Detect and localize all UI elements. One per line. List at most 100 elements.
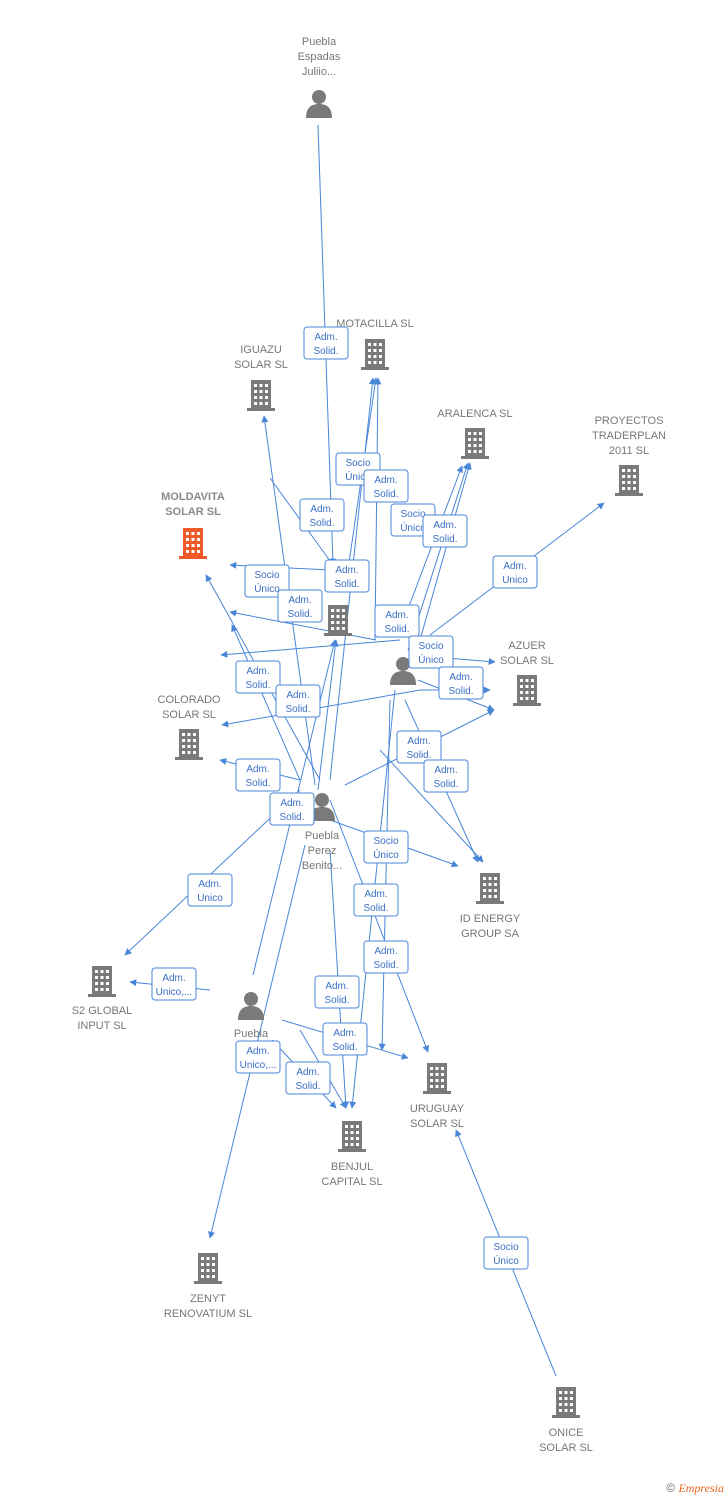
edge-label-text: Solid.: [309, 518, 334, 529]
edge-line-16: [220, 639, 401, 658]
company-building-icon: [615, 465, 643, 496]
node-label: Juliio...: [302, 66, 336, 78]
edge-label-text: Socio: [345, 458, 370, 469]
node-label: Espadas: [298, 51, 341, 63]
node-motacilla[interactable]: MOTACILLA SL: [336, 318, 414, 370]
node-label: GROUP SA: [461, 928, 520, 940]
company-building-icon: [552, 1387, 580, 1418]
node-label: SOLAR SL: [234, 359, 288, 371]
edge-label-text: Adm.: [385, 610, 408, 621]
edge-label-box[interactable]: Adm. Unico,...: [235, 1040, 281, 1074]
node-puebla_espadas[interactable]: PueblaEspadasJuliio...: [298, 36, 341, 118]
node-label: Perez: [308, 845, 337, 857]
company-building-icon: [338, 1121, 366, 1152]
edge-line-20: [379, 749, 484, 863]
company-building-icon: [179, 528, 207, 559]
edge-label-text: Socio: [400, 509, 425, 520]
company-building-icon: [88, 966, 116, 997]
edge-label-box[interactable]: Adm.Solid.: [363, 940, 409, 974]
node-label: Puebla: [305, 830, 340, 842]
edge-label-text: Solid.: [332, 1042, 357, 1053]
edge-label-text: Solid.: [287, 609, 312, 620]
edge-label-text: Solid.: [245, 778, 270, 789]
node-puebla_perez[interactable]: PueblaPerezBenito...: [302, 793, 342, 872]
edge-line-9: [374, 377, 382, 641]
edge-label-text: Socio: [493, 1242, 518, 1253]
edge-label-text: Unico: [197, 893, 223, 904]
edge-label-box[interactable]: Adm. Solid.: [422, 514, 468, 548]
edge-label-box[interactable]: Adm.Solid.: [438, 666, 484, 700]
node-center_company[interactable]: [324, 605, 352, 636]
edge-label-box[interactable]: Adm.Solid.: [269, 792, 315, 826]
edge-label-box[interactable]: Adm.Solid.: [396, 730, 442, 764]
edge-label-text: Solid.: [313, 346, 338, 357]
edge-label-text: Socio: [254, 570, 279, 581]
edge-line-25: [317, 639, 339, 791]
edge-label-text: Adm.: [433, 520, 456, 531]
edge-label-text: Solid.: [432, 534, 457, 545]
node-label: AZUER: [508, 640, 545, 652]
edge-label-text: Adm.: [246, 764, 269, 775]
edge-line-23: [231, 624, 301, 781]
edge-label-box[interactable]: Adm. Solid.: [303, 326, 349, 360]
node-aralenca[interactable]: ARALENCA SL: [437, 408, 513, 459]
node-label: Puebla: [234, 1028, 269, 1040]
edge-label-box[interactable]: Adm. Solid.: [322, 1022, 368, 1056]
edge-label-text: Adm.: [314, 332, 337, 343]
edge-label-text: Adm.: [407, 736, 430, 747]
edge-label-box[interactable]: Adm. Solid.: [353, 883, 399, 917]
edge-label-box[interactable]: Adm. Solid.: [235, 758, 281, 792]
company-building-icon: [361, 339, 389, 370]
edge-label-text: Adm.: [246, 1046, 269, 1057]
edge-label-box[interactable]: Adm.Solid.: [324, 559, 370, 593]
edge-label-box[interactable]: Adm.Unico,...: [151, 967, 197, 1001]
edge-label-text: Solid.: [363, 903, 388, 914]
edge-label-box[interactable]: Adm.Unico: [492, 555, 538, 589]
edge-label-box[interactable]: Adm.Solid.: [374, 604, 420, 638]
edge-label-text: Adm.: [280, 798, 303, 809]
edge-label-box[interactable]: Adm.Solid.: [235, 660, 281, 694]
edge-label-text: Único: [400, 521, 426, 534]
edge-label-box[interactable]: Adm.Solid.: [314, 975, 360, 1009]
edge-label-box[interactable]: Adm.Solid.: [363, 469, 409, 503]
edge-label-box[interactable]: Adm.Solid.: [275, 684, 321, 718]
edge-label-text: Solid.: [285, 704, 310, 715]
empresia-logo[interactable]: Empresia: [678, 1481, 724, 1495]
company-building-icon: [324, 605, 352, 636]
node-label: URUGUAY: [410, 1103, 465, 1115]
edge-label-text: Unico: [502, 575, 528, 586]
edge-label-box[interactable]: Adm.Solid.: [423, 759, 469, 793]
edge-label-text: Solid.: [448, 686, 473, 697]
edge-label-text: Adm.: [364, 889, 387, 900]
copyright-footer: © Empresia: [666, 1481, 724, 1496]
edge-label-text: Adm.: [333, 1028, 356, 1039]
company-building-icon: [513, 675, 541, 706]
edge-label-text: Adm.: [296, 1067, 319, 1078]
edge-label-box[interactable]: Adm.Solid.: [285, 1061, 331, 1095]
edge-label-box[interactable]: Adm.Unico: [187, 873, 233, 907]
node-label: MOTACILLA SL: [336, 318, 413, 330]
edge-label-box[interactable]: Adm.Solid.: [277, 589, 323, 623]
edge-label-text: Único: [373, 848, 399, 861]
company-building-icon: [194, 1253, 222, 1284]
edge-label-box[interactable]: Adm.Solid.: [299, 498, 345, 532]
edge-label-text: Socio: [418, 641, 443, 652]
edge-label-text: Único: [254, 582, 280, 595]
edge-label-text: Unico,...: [240, 1060, 277, 1071]
